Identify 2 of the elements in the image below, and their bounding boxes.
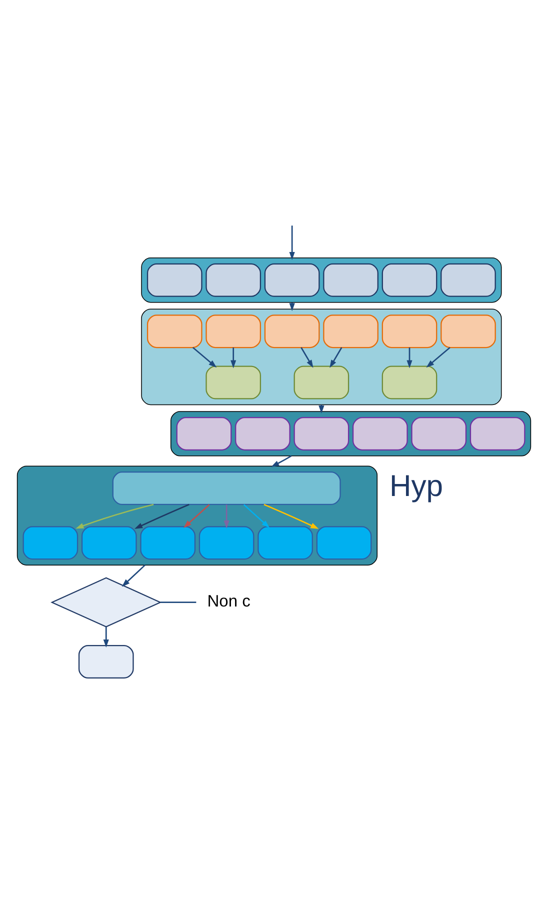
label: Non c (207, 592, 250, 611)
label: Hyp (390, 470, 444, 503)
